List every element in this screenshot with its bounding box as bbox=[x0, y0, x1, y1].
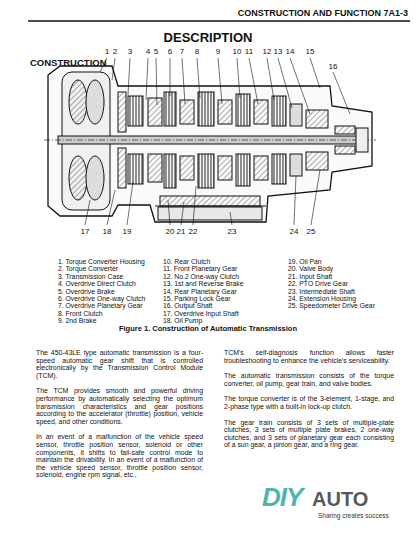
part-list-item: 5. Overdrive Brake bbox=[58, 288, 115, 295]
part-list-item: 21. Input Shaft bbox=[288, 273, 332, 280]
callout-number: 21 bbox=[177, 227, 186, 236]
part-list-item: 11. Front Planetary Gear bbox=[163, 265, 237, 272]
body-paragraph: The 450-43LE type automatic transmission… bbox=[36, 349, 203, 379]
callout-number: 25 bbox=[307, 227, 316, 236]
header-rule bbox=[28, 20, 410, 22]
part-list-item: 16. Output Shaft bbox=[163, 302, 213, 309]
callout-number: 4 bbox=[146, 47, 150, 56]
body-paragraph: TCM's self-diagnosis function allows fas… bbox=[224, 349, 394, 364]
callout-number: 5 bbox=[154, 47, 158, 56]
part-list-item: 8. Front Clutch bbox=[58, 310, 103, 317]
part-list-item: 24. Extension Housing bbox=[288, 295, 356, 302]
body-paragraph: The TCM provides smooth and powerful dri… bbox=[36, 387, 203, 425]
callout-number: 19 bbox=[123, 227, 132, 236]
part-list-item: 6. Overdrive One-way Clutch bbox=[58, 295, 145, 302]
part-list-item: 2. Torque Converter bbox=[58, 265, 118, 272]
watermark-tagline: Sharing creates success bbox=[318, 512, 389, 519]
body-paragraph: In an event of a malfunction of the vehi… bbox=[36, 433, 203, 479]
callout-number: 12 bbox=[263, 47, 272, 56]
callout-number: 16 bbox=[329, 62, 338, 71]
watermark-text: AUTO bbox=[312, 488, 368, 511]
body-paragraph: The automatic transmission consists of t… bbox=[224, 372, 394, 387]
part-list-item: 14. Rear Planetary Gear bbox=[163, 288, 237, 295]
callout-number: 17 bbox=[81, 227, 90, 236]
part-list-item: 18. Oil Pump bbox=[163, 317, 202, 324]
callout-number: 8 bbox=[195, 47, 199, 56]
part-list-item: 15. Parking Lock Gear bbox=[163, 295, 231, 302]
leader-lines bbox=[85, 58, 350, 225]
callout-number: 22 bbox=[189, 227, 198, 236]
callout-number: 18 bbox=[103, 227, 112, 236]
page-title: DESCRIPTION bbox=[0, 30, 416, 45]
callout-number: 15 bbox=[306, 47, 315, 56]
callout-number: 7 bbox=[180, 47, 184, 56]
part-list-item: 13. 1st and Reverse Brake bbox=[163, 280, 243, 287]
part-list-item: 22. PTO Drive Gear bbox=[288, 280, 348, 287]
part-list-item: 25. Speedometer Drive Gear bbox=[288, 302, 375, 309]
callout-number: 14 bbox=[286, 47, 295, 56]
watermark-logo: DIY bbox=[262, 482, 302, 513]
callout-number: 20 bbox=[166, 227, 175, 236]
part-list-item: 4. Overdrive Direct Clutch bbox=[58, 280, 136, 287]
part-list-item: 19. Oil Pan bbox=[288, 258, 322, 265]
section-heading: CONSTRUCTION bbox=[30, 57, 107, 68]
callout-number: 13 bbox=[274, 47, 283, 56]
callout-number: 6 bbox=[168, 47, 172, 56]
part-list-item: 12. No.2 One-way Clutch bbox=[163, 273, 239, 280]
callout-number: 11 bbox=[245, 47, 253, 56]
part-list-item: 10. Rear Clutch bbox=[163, 258, 210, 265]
part-list-item: 1. Torque Converter Housing bbox=[58, 258, 145, 265]
part-list-item: 7. Overdrive Planetary Gear bbox=[58, 302, 143, 309]
callout-number: 3 bbox=[128, 47, 132, 56]
callout-number: 9 bbox=[216, 47, 220, 56]
callout-number: 1 bbox=[105, 47, 109, 56]
part-list-item: 23. Intermediate Shaft bbox=[288, 288, 355, 295]
callout-number: 23 bbox=[228, 227, 237, 236]
part-list-item: 3. Transmission Case bbox=[58, 273, 123, 280]
page-header: CONSTRUCTION AND FUNCTION 7A1-3 bbox=[0, 8, 408, 18]
part-list-item: 9. 2nd Brake bbox=[58, 317, 97, 324]
transmission-section bbox=[44, 66, 376, 222]
callout-number: 24 bbox=[290, 227, 299, 236]
body-paragraph: The gear train consists of 3 sets of mul… bbox=[224, 419, 394, 449]
part-list-item: 17. Overdrive Input Shaft bbox=[163, 310, 239, 317]
body-paragraph: The torque converter is of the 3-element… bbox=[224, 395, 394, 410]
figure-caption: Figure 1. Construction of Automatic Tran… bbox=[0, 324, 416, 333]
part-list-item: 20. Valve Body bbox=[288, 265, 333, 272]
callout-number: 2 bbox=[113, 47, 117, 56]
callout-number: 10 bbox=[233, 47, 242, 56]
